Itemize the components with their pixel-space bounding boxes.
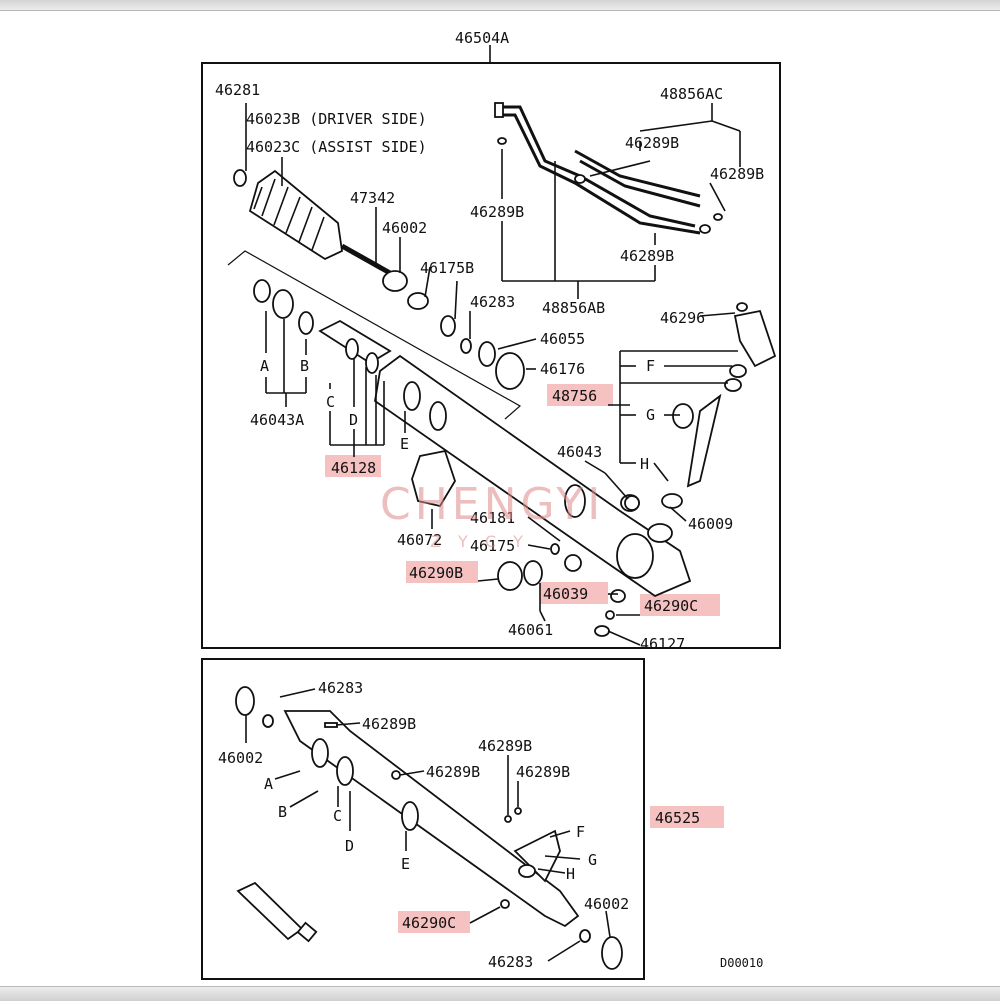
label-f-lower: F bbox=[576, 823, 585, 841]
label-48856ab: 48856AB bbox=[542, 299, 605, 317]
label-46283-bottom: 46283 bbox=[488, 953, 533, 971]
label-46175: 46175 bbox=[470, 537, 515, 555]
label-e-lower: E bbox=[401, 855, 410, 873]
label-d-lower: D bbox=[345, 837, 354, 855]
label-46023c: 46023C (ASSIST SIDE) bbox=[246, 138, 427, 156]
label-h-lower: H bbox=[566, 865, 575, 883]
label-46525: 46525 bbox=[655, 809, 700, 827]
label-46289b-2: 46289B bbox=[478, 737, 532, 755]
lower-rack-assembly bbox=[235, 686, 623, 970]
label-46290c: 46290C bbox=[644, 597, 698, 615]
label-46055: 46055 bbox=[540, 330, 585, 348]
rack-shaft bbox=[318, 319, 392, 374]
highlight-46039 bbox=[540, 582, 608, 604]
label-46175b: 46175B bbox=[420, 259, 474, 277]
watermark-main: CHENGYI bbox=[380, 479, 604, 530]
label-46127: 46127 bbox=[640, 635, 685, 653]
tie-rod bbox=[340, 243, 429, 310]
label-48756: 48756 bbox=[552, 387, 597, 405]
highlight-46290b bbox=[406, 561, 478, 583]
window-bottom-bar bbox=[0, 986, 1000, 1001]
label-46002: 46002 bbox=[382, 219, 427, 237]
label-46289b-3: 46289B bbox=[426, 763, 480, 781]
label-46289b-b: 46289B bbox=[710, 165, 764, 183]
label-46289b-4: 46289B bbox=[516, 763, 570, 781]
highlight-46290c bbox=[640, 594, 720, 616]
label-b-lower: B bbox=[278, 803, 287, 821]
label-46289b-1: 46289B bbox=[362, 715, 416, 733]
label-h-upper: H bbox=[640, 455, 649, 473]
label-c-upper: C bbox=[326, 393, 335, 411]
label-46002-left: 46002 bbox=[218, 749, 263, 767]
pipe-lines bbox=[494, 102, 723, 235]
label-46289b-d: 46289B bbox=[620, 247, 674, 265]
adjuster-parts bbox=[497, 495, 640, 637]
label-46283: 46283 bbox=[470, 293, 515, 311]
lower-frame bbox=[201, 658, 645, 980]
grease-tube bbox=[236, 881, 318, 943]
lower-labels: 46283 46289B 46002 46289B 46289B 46289B … bbox=[218, 679, 763, 971]
label-46128: 46128 bbox=[331, 459, 376, 477]
label-a-lower: A bbox=[264, 775, 273, 793]
bushing bbox=[411, 449, 456, 508]
label-46289b-c: 46289B bbox=[470, 203, 524, 221]
label-46061: 46061 bbox=[508, 621, 553, 639]
parts-diagram: 46504A bbox=[201, 29, 781, 980]
label-46009: 46009 bbox=[688, 515, 733, 533]
label-46072: 46072 bbox=[397, 531, 442, 549]
main-assembly-number: 46504A bbox=[455, 29, 509, 47]
leader-lines-upper bbox=[245, 103, 741, 646]
label-46281: 46281 bbox=[215, 81, 260, 99]
label-46043: 46043 bbox=[557, 443, 602, 461]
label-46176: 46176 bbox=[540, 360, 585, 378]
seal-parts bbox=[253, 279, 525, 390]
label-46023b: 46023B (DRIVER SIDE) bbox=[246, 110, 427, 128]
label-e-upper: E bbox=[400, 435, 409, 453]
diagram-code: D00010 bbox=[720, 956, 763, 970]
diagram-sheet: 46504A bbox=[0, 11, 1000, 986]
label-46289b-a: 46289B bbox=[625, 134, 679, 152]
upper-labels: 46281 46023B (DRIVER SIDE) 46023C (ASSIS… bbox=[215, 81, 764, 653]
label-47342: 47342 bbox=[350, 189, 395, 207]
pinion-assembly bbox=[661, 302, 777, 509]
label-46290b: 46290B bbox=[409, 564, 463, 582]
label-48856ac: 48856AC bbox=[660, 85, 723, 103]
label-g-upper: G bbox=[646, 406, 655, 424]
label-46296: 46296 bbox=[660, 309, 705, 327]
dust-boot bbox=[233, 169, 343, 261]
label-c-lower: C bbox=[333, 807, 342, 825]
label-f-upper: F bbox=[646, 357, 655, 375]
highlight-46128 bbox=[325, 455, 381, 477]
label-b-upper: B bbox=[300, 357, 309, 375]
label-d-upper: D bbox=[349, 411, 358, 429]
label-46043a: 46043A bbox=[250, 411, 304, 429]
upper-frame bbox=[201, 45, 781, 649]
label-46002-right: 46002 bbox=[584, 895, 629, 913]
watermark-sub: Z Y C Y bbox=[430, 532, 529, 551]
label-46290c-lower: 46290C bbox=[402, 914, 456, 932]
highlight-46290c-lower bbox=[398, 911, 470, 933]
label-46039: 46039 bbox=[543, 585, 588, 603]
rack-housing bbox=[374, 354, 692, 598]
label-a-upper: A bbox=[260, 357, 269, 375]
label-46181: 46181 bbox=[470, 509, 515, 527]
label-46283-top: 46283 bbox=[318, 679, 363, 697]
highlight-48756 bbox=[547, 384, 613, 406]
window-top-bar bbox=[0, 0, 1000, 11]
leader-lines-lower bbox=[245, 688, 611, 962]
label-g-lower: G bbox=[588, 851, 597, 869]
highlight-46525 bbox=[650, 806, 724, 828]
